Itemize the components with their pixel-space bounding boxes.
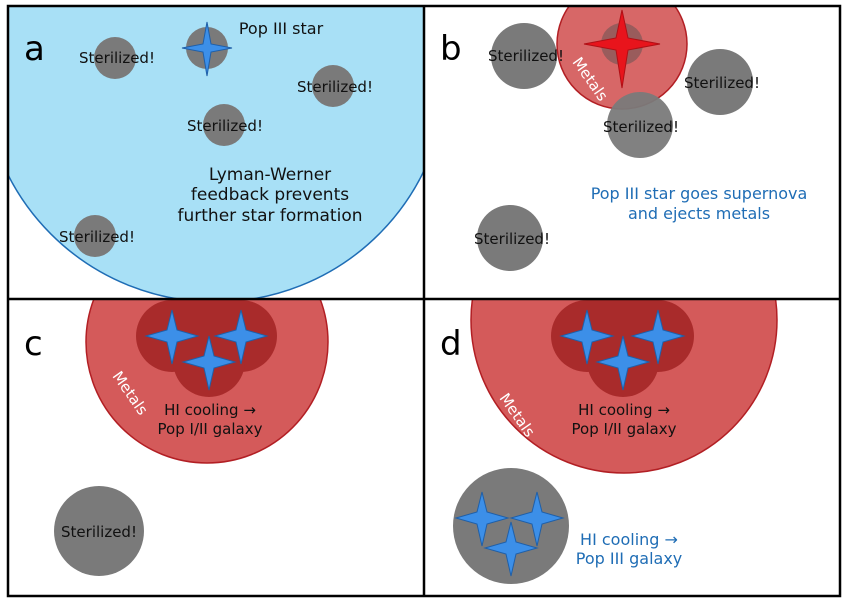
star-icon: [454, 491, 510, 547]
supernova-note-line1: Pop III star goes supernova: [591, 184, 808, 203]
panel-letter-d: d: [440, 324, 462, 364]
supernova-note-line2: and ejects metals: [628, 204, 770, 223]
supernova-star-icon: [583, 9, 661, 89]
star-icon: [181, 335, 237, 391]
star-icon: [483, 521, 539, 577]
halo-sterilized-a4: [74, 215, 116, 257]
sterilized-label: Sterilized!: [59, 228, 135, 246]
sterilized-label: Sterilized!: [187, 117, 263, 135]
cooling-label-line1: HI cooling →: [164, 401, 256, 419]
feedback-text-line2: feedback prevents: [191, 185, 349, 205]
panel-a: a Pop III star Sterilized! Sterilized! S…: [8, 6, 424, 299]
sterilized-label: Sterilized!: [684, 74, 760, 92]
cooling-label-line1: HI cooling →: [578, 401, 670, 419]
pop3-star-icon: [181, 21, 233, 77]
panel-c: c Metals HI cooling → Pop I/II galaxy St…: [24, 299, 329, 576]
star-icon: [213, 309, 269, 365]
star-icon: [144, 309, 200, 365]
star-icon: [559, 309, 615, 365]
cooling-label-line2: Pop I/II galaxy: [158, 420, 263, 438]
halo-sterilized-c: [54, 486, 144, 576]
panel-grid: [6, 4, 842, 598]
halo-sterilized-b4: [477, 205, 543, 271]
pop3-star-label: Pop III star: [239, 19, 324, 38]
feedback-text-line1: Lyman-Werner: [209, 165, 331, 185]
feedback-text-line3: further star formation: [178, 206, 363, 226]
sterilized-label: Sterilized!: [488, 47, 564, 65]
pop3-galaxy-label-line2: Pop III galaxy: [576, 549, 683, 568]
panel-d: d Metals HI cooling → Pop I/II galaxy HI…: [440, 299, 778, 584]
cooling-label-line2: Pop I/II galaxy: [572, 420, 677, 438]
sterilized-label: Sterilized!: [474, 230, 550, 248]
halo-sterilized-b2: [687, 49, 753, 115]
sterilized-label: Sterilized!: [603, 118, 679, 136]
sterilized-label: Sterilized!: [61, 523, 137, 541]
panel-letter-c: c: [24, 324, 43, 364]
halo-sterilized-b1: [491, 23, 557, 89]
star-icon: [630, 309, 686, 365]
star-icon: [509, 491, 565, 547]
panel-letter-a: a: [24, 29, 45, 69]
sterilized-label: Sterilized!: [79, 49, 155, 67]
halo-sterilized-a3: [203, 104, 245, 146]
halo-sterilized-a1: [94, 37, 136, 79]
star-icon: [595, 335, 651, 391]
sterilized-label: Sterilized!: [297, 78, 373, 96]
halo-sterilized-a2: [312, 65, 354, 107]
pop3-galaxy-label-line1: HI cooling →: [580, 530, 678, 549]
panel-b: b Sterilized! Sterilized! Sterilized! St…: [440, 6, 808, 271]
halo-sterilized-b3: [607, 92, 673, 158]
panel-letter-b: b: [440, 29, 462, 69]
